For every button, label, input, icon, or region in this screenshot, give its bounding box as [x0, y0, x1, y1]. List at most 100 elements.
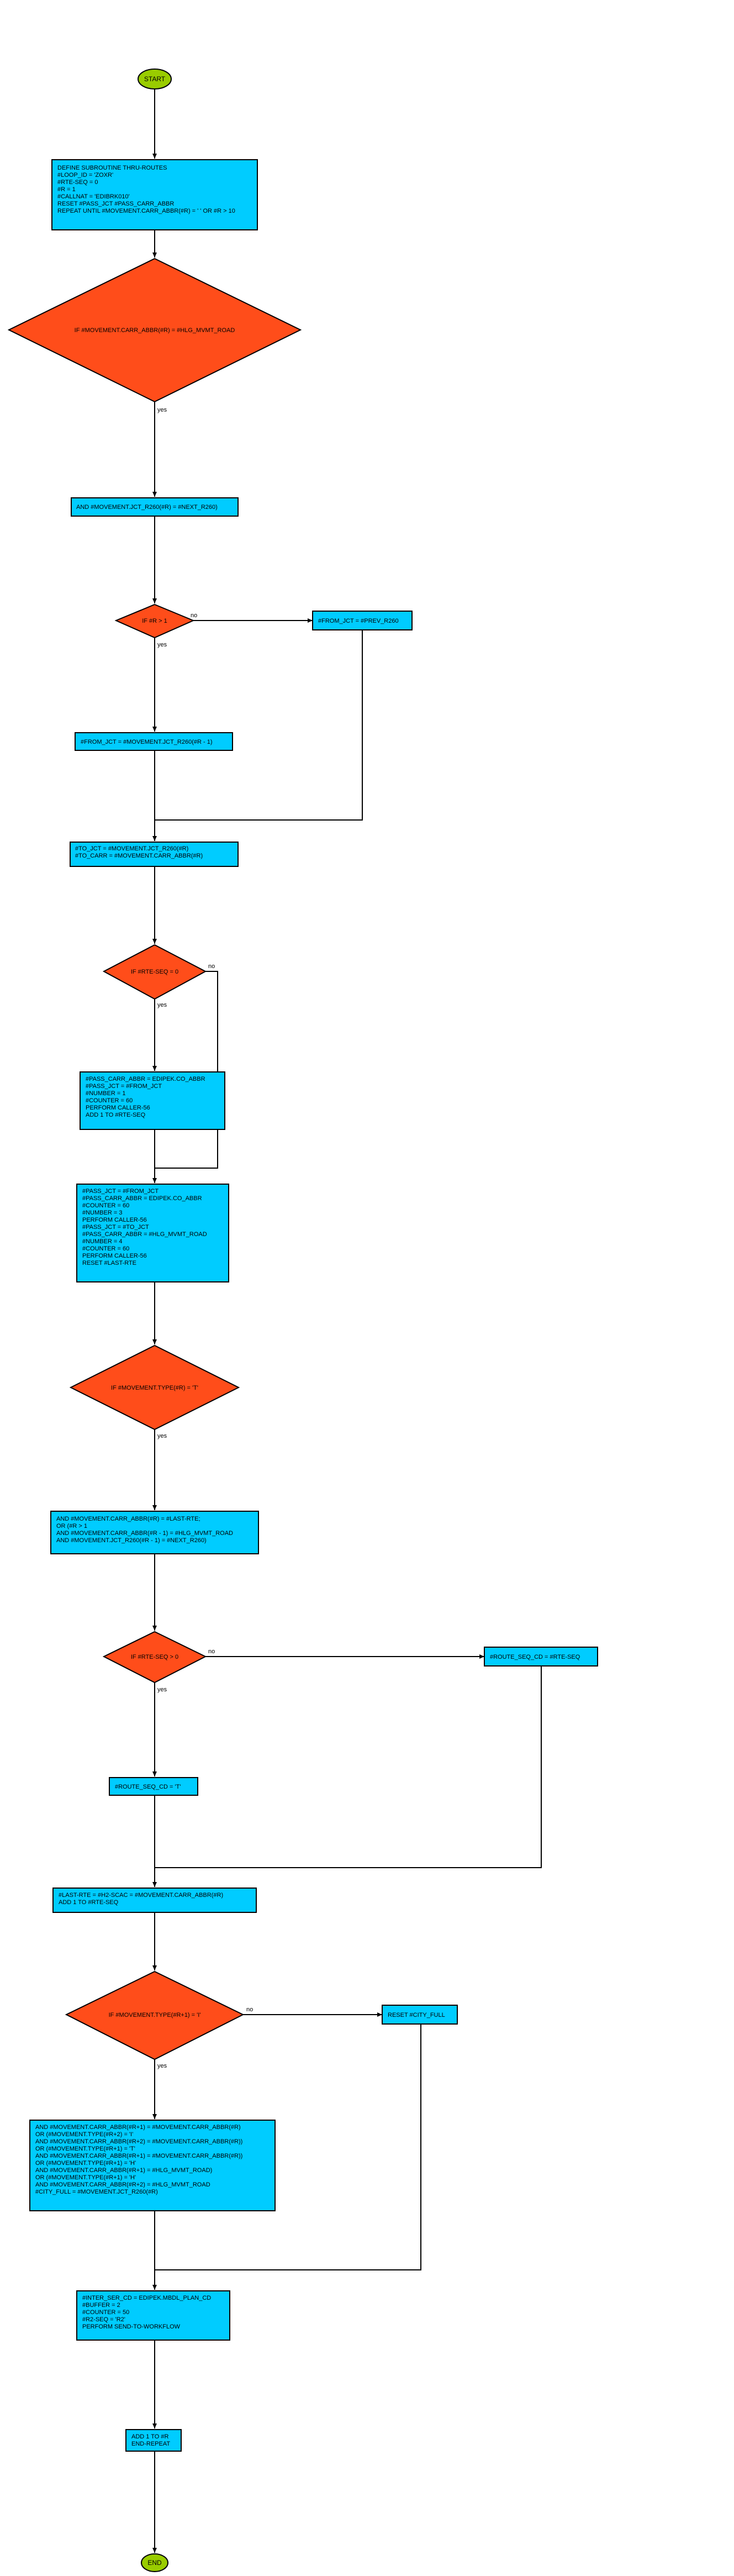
text-line: ADD 1 TO #RTE-SEQ	[86, 1112, 146, 1118]
text-line: #PASS_CARR_ABBR = #HLG_MVMT_ROAD	[82, 1231, 207, 1238]
text-line: AND #MOVEMENT.CARR_ABBR(#R+2) = #HLG_MVM…	[35, 2181, 210, 2188]
text-line: #PASS_CARR_ABBR = EDIPEK.CO_ABBR	[86, 1076, 205, 1082]
text-line: #LAST-RTE = #H2-SCAC = #MOVEMENT.CARR_AB…	[59, 1892, 223, 1899]
text-line: #TO_JCT = #MOVEMENT.JCT_R260(#R)	[75, 845, 188, 852]
inter-ser-text: #INTER_SER_CD = EDIPEK.MBDL_PLAN_CD#BUFF…	[82, 2295, 211, 2330]
edge-label-d2-no: no	[191, 612, 197, 619]
pass-second-text: #PASS_JCT = #FROM_JCT#PASS_CARR_ABBR = E…	[82, 1188, 207, 1266]
process-last-rte-set: #LAST-RTE = #H2-SCAC = #MOVEMENT.CARR_AB…	[52, 1888, 257, 1913]
text-line: OR (#MOVEMENT.TYPE(#R+1) = 'H'	[35, 2160, 136, 2167]
and-carr-chain-text: AND #MOVEMENT.CARR_ABBR(#R+1) = #MOVEMEN…	[35, 2124, 242, 2195]
edge-label-d1-yes: yes	[157, 407, 167, 413]
decision-carr-hlg-text: IF #MOVEMENT.CARR_ABBR(#R) = #HLG_MVMT_R…	[75, 327, 235, 334]
text-line: AND #MOVEMENT.JCT_R260(#R - 1) = #NEXT_R…	[56, 1537, 207, 1544]
text-line: #COUNTER = 50	[82, 2309, 129, 2316]
decision-movement-type-t-text: IF #MOVEMENT.TYPE(#R) = 'T'	[111, 1385, 198, 1391]
text-line: #COUNTER = 60	[82, 1245, 129, 1252]
text-line: AND #MOVEMENT.CARR_ABBR(#R+1) = #HLG_MVM…	[35, 2167, 212, 2174]
text-line: END-REPEAT	[131, 2441, 170, 2447]
text-line: #FROM_JCT = #PREV_R260	[318, 618, 399, 624]
text-line: #PASS_JCT = #FROM_JCT	[86, 1083, 162, 1090]
process-to-jct: #TO_JCT = #MOVEMENT.JCT_R260(#R)#TO_CARR…	[70, 842, 239, 867]
edge-label-d3-no: no	[208, 963, 215, 970]
text-line: #TO_CARR = #MOVEMENT.CARR_ABBR(#R)	[75, 853, 203, 859]
text-line: AND #MOVEMENT.CARR_ABBR(#R+1) = #MOVEMEN…	[35, 2124, 241, 2131]
text-line: PERFORM CALLER-56	[82, 1217, 147, 1223]
process-reset-city-full: RESET #CITY_FULL	[382, 2005, 458, 2025]
text-line: #CITY_FULL = #MOVEMENT.JCT_R260(#R)	[35, 2189, 158, 2195]
decision-rte-seq-gt-0: IF #RTE-SEQ > 0	[102, 1631, 207, 1684]
edge-labels: yes no yes no yes yes no yes no yes	[157, 407, 253, 2069]
to-jct-text: #TO_JCT = #MOVEMENT.JCT_R260(#R)#TO_CARR…	[75, 845, 203, 859]
decision-r-gt-1-text: IF #R > 1	[142, 618, 167, 624]
start-terminal: START	[138, 69, 172, 90]
edge-label-d5-no: no	[208, 1648, 215, 1655]
text-line: OR (#MOVEMENT.TYPE(#R+1) = 'T'	[35, 2146, 135, 2152]
text-line: RESET #LAST-RTE	[82, 1260, 136, 1266]
text-line: AND #MOVEMENT.CARR_ABBR(#R+1) = #MOVEMEN…	[35, 2153, 242, 2159]
pass-first-text: #PASS_CARR_ABBR = EDIPEK.CO_ABBR#PASS_JC…	[86, 1076, 205, 1118]
text-line: #PASS_CARR_ABBR = EDIPEK.CO_ABBR	[82, 1195, 202, 1202]
text-line: #COUNTER = 60	[86, 1097, 133, 1104]
edge-label-d5-yes: yes	[157, 1686, 167, 1693]
edge-label-d2-yes: yes	[157, 642, 167, 648]
process-pass-second: #PASS_JCT = #FROM_JCT#PASS_CARR_ABBR = E…	[76, 1184, 229, 1282]
text-line: PERFORM CALLER-56	[86, 1105, 150, 1111]
end-terminal: END	[141, 2553, 168, 2572]
decision-rte-seq-zero-text: IF #RTE-SEQ = 0	[131, 969, 178, 975]
end-label: END	[147, 2559, 162, 2567]
process-and-carr-chain: AND #MOVEMENT.CARR_ABBR(#R+1) = #MOVEMEN…	[29, 2120, 276, 2211]
process-define-subroutine: DEFINE SUBROUTINE THRU-ROUTES#LOOP_ID = …	[51, 159, 258, 230]
decision-rte-seq-gt-0-text: IF #RTE-SEQ > 0	[131, 1654, 178, 1660]
text-line: AND #MOVEMENT.CARR_ABBR(#R - 1) = #HLG_M…	[56, 1530, 233, 1537]
last-rte-set-text: #LAST-RTE = #H2-SCAC = #MOVEMENT.CARR_AB…	[59, 1892, 223, 1906]
process-and-jct-next: AND #MOVEMENT.JCT_R260(#R) = #NEXT_R260)	[71, 497, 239, 517]
connector-routeno-merge	[155, 1666, 542, 1868]
process-and-last-rte: AND #MOVEMENT.CARR_ABBR(#R) = #LAST-RTE;…	[50, 1511, 259, 1554]
route-seq-rte-text: #ROUTE_SEQ_CD = #RTE-SEQ	[490, 1654, 580, 1660]
text-line: #PASS_JCT = #TO_JCT	[82, 1224, 149, 1231]
edge-label-d6-yes: yes	[157, 2063, 167, 2069]
process-route-seq-rte: #ROUTE_SEQ_CD = #RTE-SEQ	[484, 1647, 598, 1666]
from-jct-movement-text: #FROM_JCT = #MOVEMENT.JCT_R260(#R - 1)	[81, 739, 213, 745]
text-line: #LOOP_ID = 'ZOXR'	[57, 172, 113, 178]
edge-label-d4-yes: yes	[157, 1433, 167, 1439]
and-last-rte-text: AND #MOVEMENT.CARR_ABBR(#R) = #LAST-RTE;…	[56, 1516, 233, 1544]
text-line: #NUMBER = 4	[82, 1238, 122, 1245]
text-line: RESET #PASS_JCT #PASS_CARR_ABBR	[57, 201, 174, 207]
process-inter-ser: #INTER_SER_CD = EDIPEK.MBDL_PLAN_CD#BUFF…	[76, 2290, 230, 2341]
text-line: #R = 1	[57, 186, 76, 193]
decision-rte-seq-zero: IF #RTE-SEQ = 0	[102, 944, 207, 1000]
process-route-seq-t: #ROUTE_SEQ_CD = 'T'	[109, 1777, 198, 1796]
text-line: #INTER_SER_CD = EDIPEK.MBDL_PLAN_CD	[82, 2295, 211, 2301]
text-line: #R2-SEQ = 'R2'	[82, 2316, 125, 2323]
and-jct-next-text: AND #MOVEMENT.JCT_R260(#R) = #NEXT_R260)	[76, 504, 218, 511]
decision-type-next-i: IF #MOVEMENT.TYPE(#R+1) = 'I'	[65, 1970, 245, 2060]
process-pass-first: #PASS_CARR_ABBR = EDIPEK.CO_ABBR#PASS_JC…	[80, 1071, 225, 1130]
text-line: AND #MOVEMENT.CARR_ABBR(#R+2) = #MOVEMEN…	[35, 2138, 242, 2145]
route-seq-t-text: #ROUTE_SEQ_CD = 'T'	[115, 1784, 181, 1790]
text-line: #NUMBER = 3	[82, 1210, 122, 1216]
text-line: ADD 1 TO #R	[131, 2433, 169, 2440]
text-line: #BUFFER = 2	[82, 2302, 120, 2309]
connector-d3-no	[155, 971, 218, 1169]
decision-r-gt-1: IF #R > 1	[114, 603, 195, 639]
text-line: #ROUTE_SEQ_CD = 'T'	[115, 1784, 181, 1790]
decision-carr-hlg: IF #MOVEMENT.CARR_ABBR(#R) = #HLG_MVMT_R…	[7, 257, 302, 403]
start-label: START	[144, 75, 166, 83]
decision-type-next-i-text: IF #MOVEMENT.TYPE(#R+1) = 'I'	[109, 2012, 201, 2018]
from-jct-prev-text: #FROM_JCT = #PREV_R260	[318, 618, 399, 624]
text-line: OR (#R > 1	[56, 1523, 87, 1529]
define-subroutine-text: DEFINE SUBROUTINE THRU-ROUTES#LOOP_ID = …	[57, 165, 235, 214]
text-line: OR (#MOVEMENT.TYPE(#R+1) = 'H'	[35, 2174, 136, 2181]
text-line: #FROM_JCT = #MOVEMENT.JCT_R260(#R - 1)	[81, 739, 213, 745]
text-line: OR (#MOVEMENT.TYPE(#R+2) = 'I'	[35, 2131, 133, 2138]
decision-movement-type-t: IF #MOVEMENT.TYPE(#R) = 'T'	[69, 1344, 240, 1431]
connector-prev-merge	[155, 630, 363, 821]
text-line: #NUMBER = 1	[86, 1090, 125, 1097]
text-line: PERFORM SEND-TO-WORKFLOW	[82, 2323, 181, 2330]
edge-label-d6-no: no	[246, 2006, 253, 2013]
text-line: AND #MOVEMENT.JCT_R260(#R) = #NEXT_R260)	[76, 504, 218, 511]
